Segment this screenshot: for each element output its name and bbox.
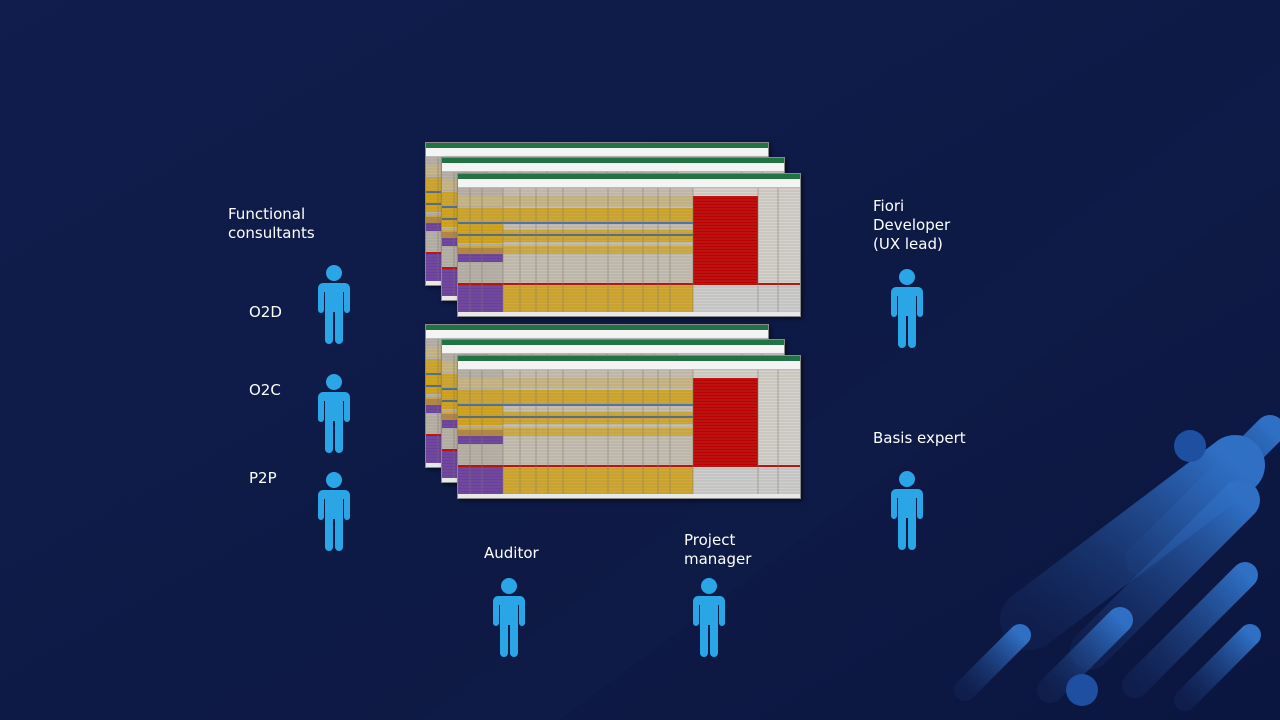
person-icon-o2d xyxy=(318,265,350,344)
label-auditor: Auditor xyxy=(484,544,539,562)
spreadsheet-screenshot xyxy=(457,173,801,317)
label-functional-consultants: Functional consultants xyxy=(228,205,315,242)
person-icon-o2c xyxy=(318,374,350,453)
person-icon-fiori-developer xyxy=(891,269,923,348)
person-icon-auditor xyxy=(493,578,525,657)
label-p2p: P2P xyxy=(249,469,277,487)
label-fiori-developer: Fiori Developer (UX lead) xyxy=(873,197,951,253)
person-icon-p2p xyxy=(318,472,350,551)
label-project-manager: Project manager xyxy=(684,531,752,568)
label-o2c: O2C xyxy=(249,381,281,399)
spreadsheet-screenshot xyxy=(457,355,801,499)
label-basis-expert: Basis expert xyxy=(873,429,966,447)
person-icon-project-manager xyxy=(693,578,725,657)
person-icon-basis-expert xyxy=(891,471,923,550)
label-o2d: O2D xyxy=(249,303,282,321)
